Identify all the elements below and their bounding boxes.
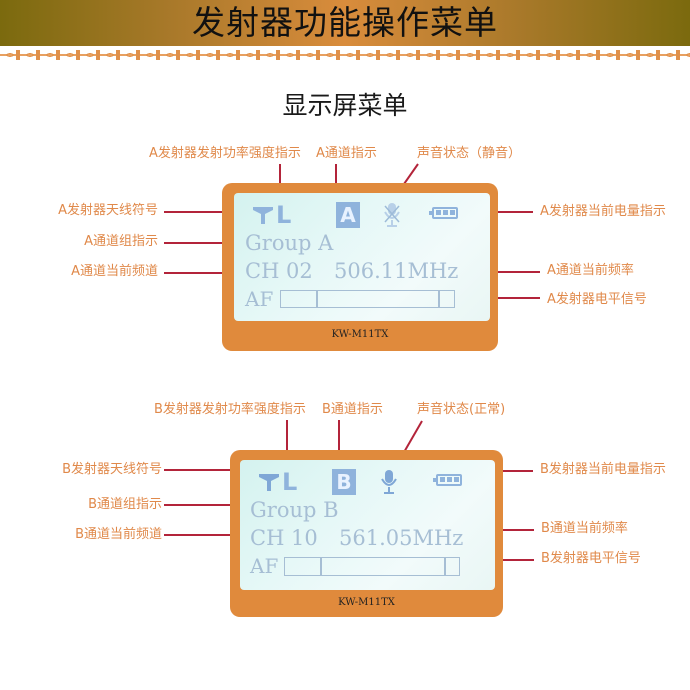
af-label-a: AF (245, 287, 274, 311)
label-a-channel: A通道指示 (316, 146, 377, 161)
model-label-a: KW-M11TX (331, 329, 389, 340)
label-b-battery: B发射器当前电量指示 (540, 462, 666, 477)
label-b-channel-no: B通道当前频道 (75, 527, 162, 542)
label-b-af-level: B发射器电平信号 (541, 551, 641, 566)
model-label-b: KW-M11TX (338, 597, 395, 608)
label-b-frequency: B通道当前频率 (541, 521, 628, 536)
label-b-antenna: B发射器天线符号 (62, 462, 162, 477)
title-banner: 发射器功能操作菜单 (0, 0, 690, 46)
power-level-indicator: L (282, 468, 298, 496)
label-a-channel-no: A通道当前频道 (71, 264, 158, 279)
channel-indicator-a: A (336, 202, 360, 228)
device-b-frame: L B Group B CH 10 561.05MHz AF KW-M11TX (230, 450, 503, 617)
lcd-screen-a: L A Group A CH 02 506.11MHz AF (234, 193, 490, 321)
af-level-bar-a (280, 290, 455, 308)
frequency-b: 561.05MHz (339, 526, 464, 550)
frequency-a: 506.11MHz (334, 259, 459, 283)
battery-icon (429, 207, 458, 219)
section-title: 显示屏菜单 (282, 91, 408, 120)
antenna-icon (259, 474, 279, 491)
device-a-frame: L A Group A CH 02 506.11MHz AF KW-M11T (222, 183, 498, 351)
antenna-icon (253, 207, 273, 224)
mic-muted-icon (384, 203, 400, 227)
label-a-antenna: A发射器天线符号 (58, 203, 158, 218)
group-text-b: Group B (250, 498, 339, 522)
battery-icon (433, 474, 462, 486)
label-b-channel: B通道指示 (322, 402, 383, 417)
decorative-chain (0, 50, 690, 60)
af-level-bar-b (284, 557, 460, 576)
mic-icon (381, 470, 397, 494)
label-a-sound: 声音状态（静音） (417, 146, 522, 161)
power-level-indicator: L (276, 201, 292, 229)
channel-number-a: CH 02 (245, 259, 313, 283)
page-title: 发射器功能操作菜单 (192, 3, 498, 42)
label-a-group: A通道组指示 (84, 234, 158, 249)
label-b-power: B发射器发射功率强度指示 (154, 402, 306, 417)
label-a-af-level: A发射器电平信号 (547, 292, 647, 307)
lcd-screen-b: L B Group B CH 10 561.05MHz AF (240, 460, 495, 590)
channel-number-b: CH 10 (250, 526, 318, 550)
label-a-battery: A发射器当前电量指示 (540, 204, 666, 219)
label-a-frequency: A通道当前频率 (547, 263, 634, 278)
label-b-group: B通道组指示 (88, 497, 162, 512)
channel-indicator-b: B (332, 469, 356, 495)
label-a-power: A发射器发射功率强度指示 (149, 146, 301, 161)
af-label-b: AF (250, 554, 279, 578)
label-b-sound: 声音状态(正常) (417, 402, 506, 417)
group-text-a: Group A (245, 231, 334, 255)
